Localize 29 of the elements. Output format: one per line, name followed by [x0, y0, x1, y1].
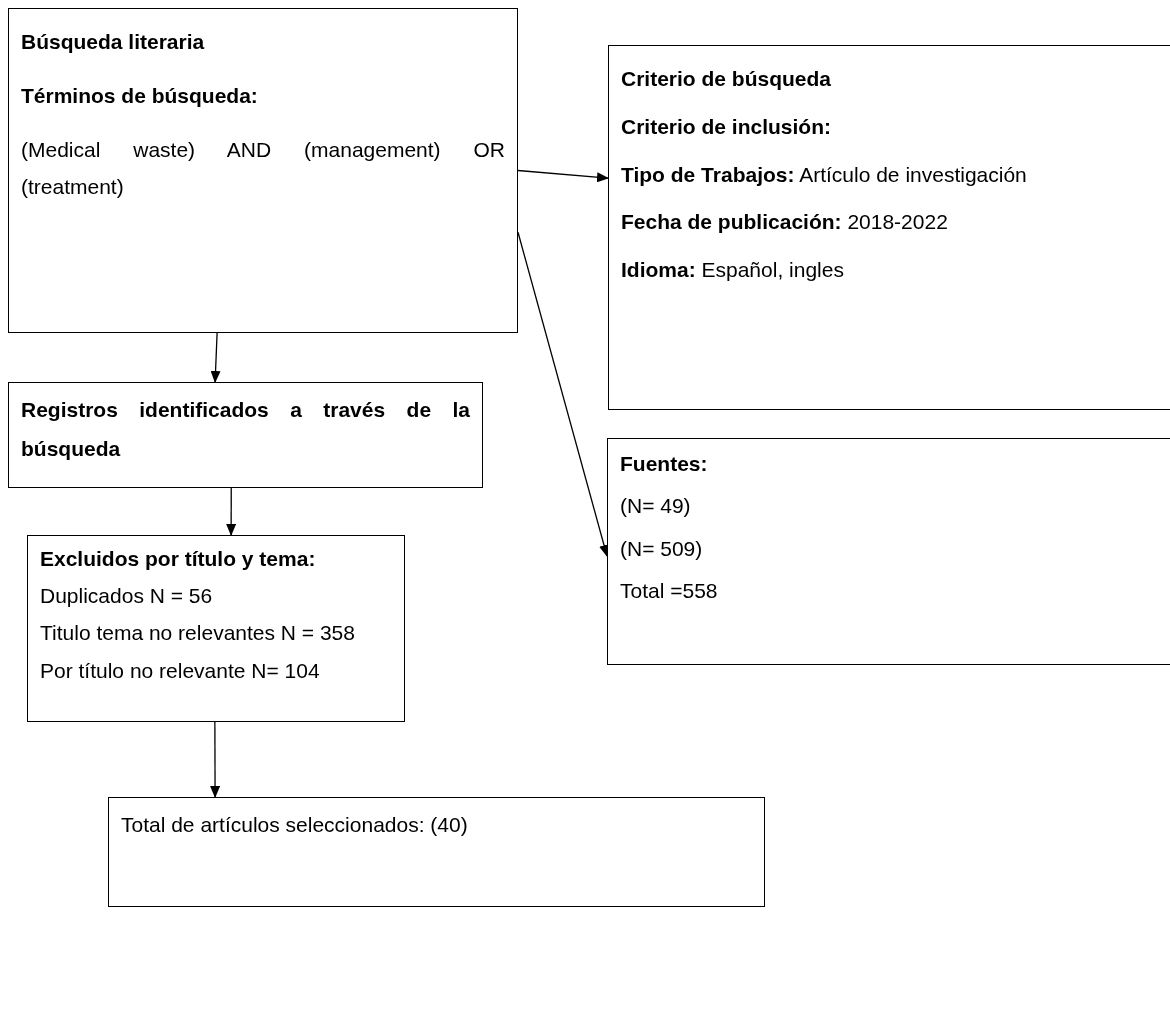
body-text: (Medical waste) AND (management) OR (treatment) — [21, 136, 505, 201]
process-box — [8, 382, 483, 488]
process-box — [108, 797, 765, 907]
heading-text: Excluidos por título y tema: — [40, 546, 317, 572]
body-text: Total de artículos seleccionados: (40) — [121, 812, 469, 838]
body-text: Duplicados N = 56 — [40, 583, 214, 609]
process-box — [27, 535, 405, 722]
body-text: Fecha de publicación: 2018-2022 — [621, 209, 949, 236]
heading-text: Términos de búsqueda: — [21, 82, 259, 109]
heading-text: Fuentes: — [620, 451, 709, 477]
arrow — [517, 169, 609, 183]
body-text: Idioma: Español, ingles — [621, 257, 845, 284]
body-text: Titulo tema no relevantes N = 358 — [40, 620, 356, 646]
heading-text: Registros identificados a través de la búsqueda — [21, 397, 470, 462]
body-text: Total =558 — [620, 578, 719, 605]
arrow — [226, 487, 237, 536]
process-box — [8, 8, 518, 333]
body-text: Por título no relevante N= 104 — [40, 657, 321, 683]
heading-text: Búsqueda literaria — [21, 29, 206, 55]
process-box — [607, 438, 1170, 665]
body-text: (N= 509) — [620, 535, 704, 562]
heading-text: Criterio de búsqueda — [621, 66, 833, 92]
body-text: Tipo de Trabajos: Artículo de investigación — [621, 161, 1028, 188]
arrow — [210, 721, 221, 798]
arrow — [517, 231, 609, 557]
heading-text: Criterio de inclusión: — [621, 113, 833, 140]
process-box — [608, 45, 1170, 410]
arrow — [210, 332, 221, 383]
body-text: (N= 49) — [620, 493, 692, 520]
